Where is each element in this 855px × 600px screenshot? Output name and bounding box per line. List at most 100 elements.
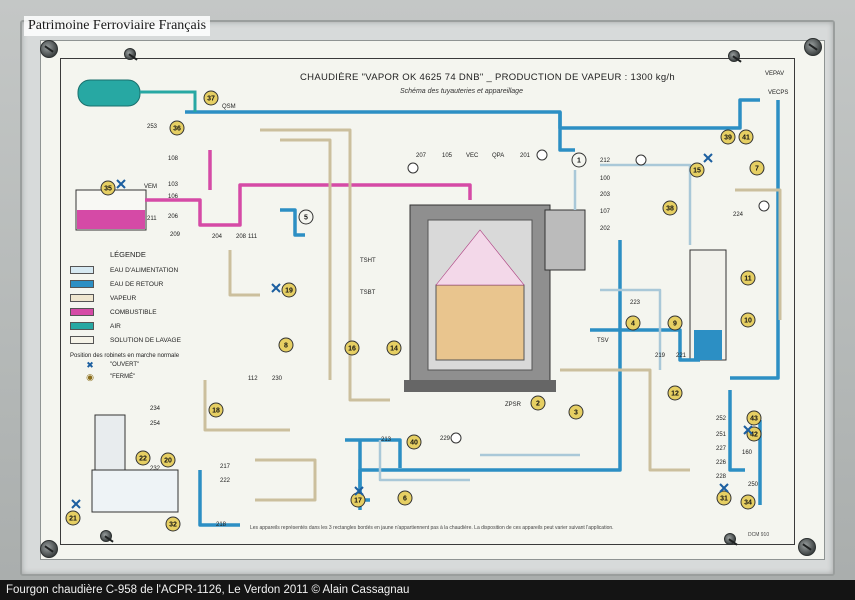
label-160: 160: [742, 450, 753, 456]
tag-2: 2: [530, 395, 546, 411]
tag-43: 43: [746, 410, 762, 426]
svg-text:8: 8: [284, 343, 288, 350]
cross-icon: ✖: [86, 359, 94, 370]
tag-8: 8: [278, 337, 294, 353]
tag-1: 1: [571, 152, 587, 168]
label-218: 218: [216, 522, 227, 528]
swatch-return-water: [70, 280, 94, 288]
filter-234: [94, 414, 126, 471]
label-qpa: QPA: [492, 153, 504, 159]
valve-open-icon: [71, 153, 753, 509]
tag-38: 38: [662, 200, 678, 216]
tag-18: 18: [208, 402, 224, 418]
tag-9: 9: [667, 315, 683, 331]
tag-42: 42: [746, 426, 762, 442]
tag-16: 16: [344, 340, 360, 356]
label-209: 209: [170, 232, 181, 238]
label-202: 202: [600, 226, 611, 232]
label-vepav: VEPAV: [765, 71, 784, 77]
tag-14: 14: [386, 340, 402, 356]
swatch-feed-water: [70, 266, 94, 274]
label-vec: VEC: [466, 153, 479, 159]
svg-text:32: 32: [169, 522, 177, 529]
svg-text:37: 37: [207, 96, 215, 103]
label-201: 201: [520, 153, 531, 159]
svg-text:17: 17: [354, 498, 362, 505]
tag-40: 40: [406, 434, 422, 450]
tag-10: 10: [740, 312, 756, 328]
tag-7: 7: [749, 160, 765, 176]
separator-water: [694, 330, 722, 360]
label-107: 107: [600, 209, 611, 215]
screw-icon: [100, 530, 112, 542]
valve-position-open: ✖ "OUVERT": [84, 359, 270, 371]
tag-36: 36: [169, 120, 185, 136]
label-203: 203: [600, 192, 611, 198]
photo-credit: Fourgon chaudière C-958 de l'ACPR-1126, …: [0, 580, 855, 600]
label-224: 224: [733, 212, 744, 218]
svg-text:19: 19: [285, 288, 293, 295]
svg-text:15: 15: [693, 168, 701, 175]
label-234: 234: [150, 406, 161, 412]
gauge-icon: [635, 154, 647, 166]
svg-text:43: 43: [750, 416, 758, 423]
swatch-fuel: [70, 308, 94, 316]
svg-text:11: 11: [744, 276, 752, 283]
svg-text:35: 35: [104, 186, 112, 193]
exchanger-202: [544, 209, 586, 271]
watermark-caption: Patrimoine Ferroviaire Français: [24, 16, 211, 36]
svg-text:40: 40: [410, 440, 418, 447]
svg-text:16: 16: [348, 346, 356, 353]
screw-icon: [124, 48, 136, 60]
legend-label: VAPEUR: [110, 294, 137, 302]
screw-icon: [804, 38, 822, 56]
label-207: 207: [416, 153, 427, 159]
screw-icon: [798, 538, 816, 556]
legend-title: LÉGENDE: [110, 250, 146, 259]
diagram-reference: DCM 910: [748, 532, 770, 538]
svg-text:18: 18: [212, 408, 220, 415]
boiler: [404, 204, 556, 392]
svg-text:34: 34: [744, 500, 752, 507]
swatch-steam: [70, 294, 94, 302]
label-226: 226: [716, 460, 727, 466]
tag-21: 21: [65, 510, 81, 526]
screw-icon: [40, 40, 58, 58]
label-227: 227: [716, 446, 727, 452]
swatch-air: [70, 322, 94, 330]
label-228: 228: [716, 474, 727, 480]
gauge-icon: [407, 162, 419, 174]
label-vecps: VECPS: [768, 90, 788, 96]
label-112: 112: [248, 376, 258, 382]
screw-icon: [724, 533, 736, 545]
tag-15: 15: [689, 162, 705, 178]
label-111: 111: [248, 234, 258, 240]
tag-34: 34: [740, 494, 756, 510]
tag-11: 11: [740, 270, 756, 286]
tag-19: 19: [281, 282, 297, 298]
label-105: 105: [442, 153, 453, 159]
svg-text:7: 7: [755, 166, 759, 173]
label-103: 103: [168, 182, 179, 188]
svg-text:21: 21: [69, 516, 77, 523]
label-tsv: TSV: [597, 338, 609, 344]
screw-icon: [728, 50, 740, 62]
legend-item-fuel: COMBUSTIBLE: [70, 305, 270, 319]
gauge-icon: [450, 432, 462, 444]
svg-text:41: 41: [742, 135, 750, 142]
label-204: 204: [212, 234, 223, 240]
label-zpsr: ZPSR: [505, 402, 522, 408]
legend-item-wash: SOLUTION DE LAVAGE: [70, 333, 270, 347]
svg-text:1: 1: [577, 158, 581, 165]
legend-item-steam: VAPEUR: [70, 291, 270, 305]
tag-41: 41: [738, 129, 754, 145]
screw-icon: [40, 540, 58, 558]
valve-position-label: "OUVERT": [110, 362, 140, 368]
diagram-border: [60, 58, 795, 545]
svg-text:38: 38: [666, 206, 674, 213]
label-253: 253: [147, 124, 158, 130]
svg-text:31: 31: [720, 496, 728, 503]
label-212: 212: [600, 158, 611, 164]
label-222: 222: [220, 478, 231, 484]
